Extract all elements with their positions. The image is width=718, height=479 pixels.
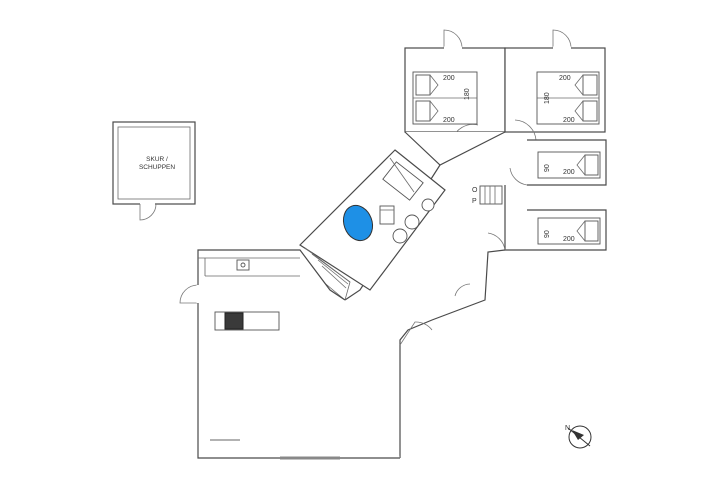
- bed3-length: 200: [563, 169, 575, 176]
- bed4-length: 200: [563, 236, 575, 243]
- bed4-width: 90: [544, 230, 551, 238]
- stairs-down-label: P: [472, 198, 477, 205]
- bed1-width: 180: [464, 88, 471, 100]
- shed-label-line2: SCHUPPEN: [139, 164, 175, 171]
- bed2-width: 180: [544, 92, 551, 104]
- compass-rose: N: [565, 425, 592, 449]
- stairs-up-label: O: [472, 187, 478, 194]
- shed: SKUR / SCHUPPEN: [112, 121, 196, 221]
- bed3-width: 90: [544, 164, 551, 172]
- stairs: O P: [472, 185, 503, 205]
- bed-double-2: 200 200 180: [536, 71, 600, 125]
- living-area: [179, 249, 471, 460]
- stove: [224, 312, 244, 330]
- compass-north-label: N: [565, 425, 570, 432]
- bed2-length-2: 200: [563, 117, 575, 124]
- bathroom: [299, 149, 446, 301]
- bed1-length-2: 200: [443, 117, 455, 124]
- shed-label-line1: SKUR /: [146, 156, 168, 163]
- bed2-length: 200: [559, 75, 571, 82]
- bed-double-1: 200 200 180: [412, 71, 478, 125]
- bedroom-3: 200 90: [509, 139, 607, 186]
- bathtub: [342, 204, 374, 242]
- bed1-length: 200: [443, 75, 455, 82]
- bedroom-4: 200 90: [487, 185, 607, 251]
